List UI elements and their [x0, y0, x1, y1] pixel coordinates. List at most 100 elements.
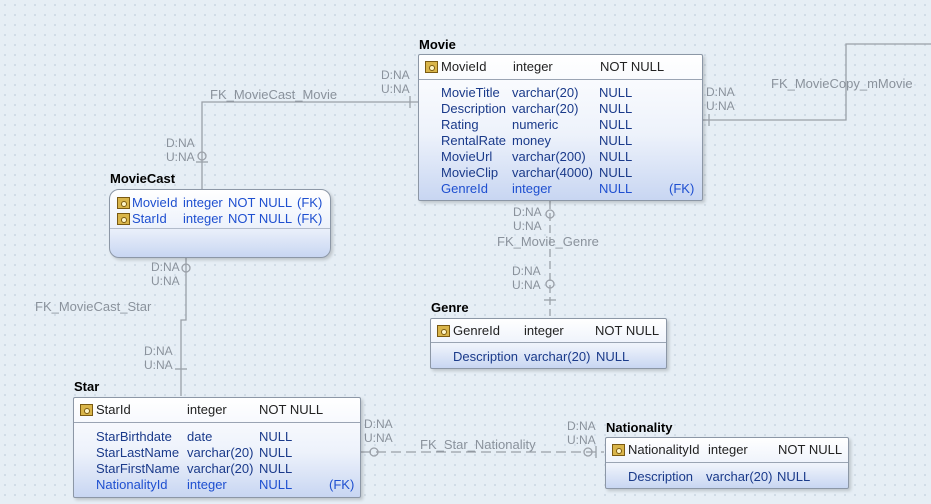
column-row[interactable]: Description varchar(20) NULL — [441, 101, 696, 117]
column-null: NOT NULL — [228, 211, 293, 226]
column-type: integer — [187, 477, 227, 492]
column-name: NationalityId — [628, 442, 700, 457]
pk-section: MovieId integer NOT NULL — [419, 55, 702, 80]
column-type: integer — [513, 59, 553, 74]
rel-line-moviecast-star — [180, 258, 187, 396]
column-name: StarFirstName — [96, 461, 180, 476]
column-row[interactable]: MovieUrl varchar(200) NULL — [441, 149, 696, 165]
column-null: NOT NULL — [259, 402, 324, 417]
cardinality-label: D:NA U:NA — [364, 417, 393, 445]
key-icon — [612, 444, 625, 456]
column-row[interactable]: Rating numeric NULL — [441, 117, 696, 133]
column-type: varchar(20) — [187, 461, 254, 476]
entity-movie[interactable]: MovieId integer NOT NULL MovieTitle varc… — [418, 54, 703, 201]
cardinality-label: D:NA U:NA — [151, 260, 180, 288]
entity-title-genre: Genre — [431, 300, 469, 315]
column-null: NOT NULL — [600, 59, 665, 74]
rel-label-moviecast-star[interactable]: FK_MovieCast_Star — [35, 299, 152, 314]
column-type: varchar(4000) — [512, 165, 593, 180]
column-name: GenreId — [453, 323, 500, 338]
rel-line-moviecopy-movie — [701, 43, 931, 121]
column-name: RentalRate — [441, 133, 507, 148]
pk-section: GenreId integer NOT NULL — [431, 319, 666, 343]
rel-circle-nationality — [583, 447, 593, 457]
cardinality-label: D:NA U:NA — [567, 419, 596, 447]
key-icon — [117, 197, 130, 209]
column-type: integer — [183, 195, 223, 210]
column-null: NOT NULL — [595, 323, 660, 338]
column-name: StarId — [96, 402, 131, 417]
column-null: NOT NULL — [778, 442, 843, 457]
entity-title-moviecast: MovieCast — [110, 171, 176, 186]
column-name: StarLastName — [96, 445, 180, 460]
column-row[interactable]: StarBirthdate date NULL — [96, 429, 356, 445]
entity-genre[interactable]: GenreId integer NOT NULL Description var… — [430, 318, 667, 369]
cardinality-label: D:NA U:NA — [706, 85, 735, 113]
entity-title-nationality: Nationality — [606, 420, 673, 435]
pk-section: NationalityId integer NOT NULL — [606, 438, 848, 463]
key-icon — [80, 404, 93, 416]
cardinality-label: D:NA U:NA — [166, 136, 195, 164]
column-null: NULL — [599, 101, 633, 116]
column-row[interactable]: NationalityId integer NULL (FK) — [96, 477, 356, 493]
cardinality-label: D:NA U:NA — [381, 68, 410, 96]
column-name: MovieClip — [441, 165, 499, 180]
column-row[interactable]: MovieClip varchar(4000) NULL — [441, 165, 696, 181]
column-name: MovieTitle — [441, 85, 500, 100]
column-row[interactable]: StarId integer NOT NULL — [80, 402, 355, 418]
column-null: NULL — [599, 85, 633, 100]
column-name: Description — [441, 101, 507, 116]
rel-circle-moviecast-star — [181, 263, 191, 273]
rel-line-moviecast-movie — [201, 101, 418, 192]
column-null: NULL — [259, 445, 293, 460]
column-row[interactable]: GenreId integer NULL (FK) — [441, 181, 696, 197]
key-icon — [425, 61, 438, 73]
column-name: MovieUrl — [441, 149, 493, 164]
column-row[interactable]: MovieId integer NOT NULL — [425, 59, 695, 75]
column-type: varchar(20) — [512, 101, 579, 116]
column-fk: (FK) — [669, 181, 695, 196]
cardinality-label: D:NA U:NA — [512, 264, 541, 292]
column-row[interactable]: StarId integer NOT NULL (FK) — [117, 211, 327, 227]
rel-label-moviecopy-movie[interactable]: FK_MovieCopy_mMovie — [771, 76, 913, 91]
column-row[interactable]: NationalityId integer NOT NULL — [612, 442, 844, 458]
column-type: varchar(20) — [512, 85, 579, 100]
entity-moviecast[interactable]: MovieId integer NOT NULL (FK) StarId int… — [109, 189, 331, 258]
column-row[interactable]: Description varchar(20) NULL — [453, 349, 663, 365]
rel-circle-movie — [545, 209, 555, 219]
column-name: GenreId — [441, 181, 488, 196]
column-type: date — [187, 429, 213, 444]
entity-star[interactable]: StarId integer NOT NULL StarBirthdate da… — [73, 397, 361, 498]
key-icon — [437, 325, 450, 337]
column-row[interactable]: Description varchar(20) NULL — [628, 469, 844, 485]
key-icon — [117, 213, 130, 225]
column-type: integer — [512, 181, 552, 196]
entity-title-star: Star — [74, 379, 100, 394]
column-null: NULL — [259, 429, 293, 444]
column-type: integer — [187, 402, 227, 417]
column-row[interactable]: StarFirstName varchar(20) NULL — [96, 461, 356, 477]
column-name: StarId — [132, 211, 167, 226]
rel-label-movie-genre[interactable]: FK_Movie_Genre — [497, 234, 599, 249]
rel-label-moviecast-movie[interactable]: FK_MovieCast_Movie — [210, 87, 338, 102]
column-type: integer — [524, 323, 564, 338]
column-null: NULL — [259, 461, 293, 476]
column-row[interactable]: MovieTitle varchar(20) NULL — [441, 85, 696, 101]
column-row[interactable]: GenreId integer NOT NULL — [437, 323, 662, 339]
column-null: NULL — [599, 165, 633, 180]
column-type: numeric — [512, 117, 559, 132]
column-null: NOT NULL — [228, 195, 293, 210]
column-name: StarBirthdate — [96, 429, 172, 444]
column-name: Description — [628, 469, 694, 484]
rel-label-star-nationality[interactable]: FK_Star_Nationality — [420, 437, 536, 452]
column-type: varchar(20) — [524, 349, 591, 364]
entity-nationality[interactable]: NationalityId integer NOT NULL Descripti… — [605, 437, 849, 489]
column-row[interactable]: StarLastName varchar(20) NULL — [96, 445, 356, 461]
column-row[interactable]: MovieId integer NOT NULL (FK) — [117, 195, 327, 211]
rel-circle-star — [369, 447, 379, 457]
column-null: NULL — [596, 349, 630, 364]
column-fk: (FK) — [297, 211, 323, 226]
column-row[interactable]: RentalRate money NULL — [441, 133, 696, 149]
